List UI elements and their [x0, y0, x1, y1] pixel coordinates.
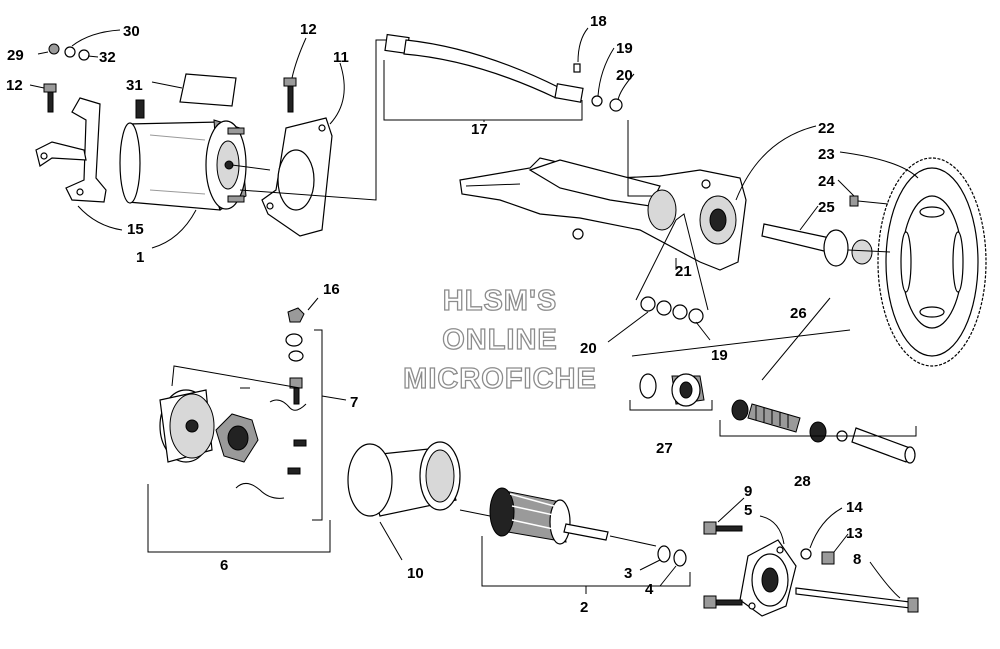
callout-12-left: 12 — [6, 77, 23, 94]
callout-20-lower: 20 — [580, 340, 597, 357]
callout-21: 21 — [675, 263, 692, 280]
callout-6: 6 — [220, 557, 228, 574]
callout-30: 30 — [123, 23, 140, 40]
leaders-top-left — [29, 29, 390, 249]
washers-3-4 — [639, 545, 687, 587]
leaders-cable — [577, 27, 635, 101]
callout-7: 7 — [350, 394, 358, 411]
label-31 — [179, 73, 237, 107]
watermark-line-1: HLSM'S — [443, 285, 557, 317]
callout-5: 5 — [744, 502, 752, 519]
bolt-12-upper — [283, 77, 297, 113]
callout-24: 24 — [818, 173, 835, 190]
callout-26: 26 — [790, 305, 807, 322]
callout-17: 17 — [471, 121, 488, 138]
callout-8: 8 — [853, 551, 861, 568]
yoke-10 — [347, 441, 461, 561]
callout-29: 29 — [7, 47, 24, 64]
nut-29-washers-30-32 — [48, 43, 90, 61]
callout-18: 18 — [590, 13, 607, 30]
support-bracket-22 — [459, 157, 747, 271]
callout-12-upper: 12 — [300, 21, 317, 38]
ring-gear-23 — [877, 157, 987, 367]
callout-3: 3 — [624, 565, 632, 582]
callout-22: 22 — [818, 120, 835, 137]
starter-motor-1 — [119, 99, 271, 211]
callout-4: 4 — [645, 581, 654, 598]
callout-2: 2 — [580, 599, 588, 616]
callout-16: 16 — [323, 281, 340, 298]
hardware-8-13-14 — [759, 507, 919, 613]
watermark-line-2: ONLINE — [442, 324, 558, 356]
bolt-12-left — [43, 83, 57, 113]
bracket-11 — [261, 117, 333, 237]
screw-24 — [849, 195, 889, 207]
cable-17 — [383, 33, 623, 122]
callout-1: 1 — [136, 249, 144, 266]
drive-27 — [629, 373, 713, 411]
callout-19-upper: 19 — [616, 40, 633, 57]
callout-10: 10 — [407, 565, 424, 582]
washers-19-20-21 — [640, 296, 704, 324]
watermark-line-3: MICROFICHE — [403, 363, 597, 395]
drive-28 — [719, 399, 917, 464]
callout-32: 32 — [99, 49, 116, 66]
callout-31: 31 — [126, 77, 143, 94]
callout-27: 27 — [656, 440, 673, 457]
callout-9: 9 — [744, 483, 752, 500]
drive-cover-5 — [739, 539, 797, 617]
brush-hardware-7 — [269, 329, 347, 521]
callout-25: 25 — [818, 199, 835, 216]
callout-20-upper: 20 — [616, 67, 633, 84]
callout-15: 15 — [127, 221, 144, 238]
bracket-15 — [35, 97, 107, 203]
callout-13: 13 — [846, 525, 863, 542]
callout-28: 28 — [794, 473, 811, 490]
shaft-25 — [761, 223, 891, 267]
bolts-9 — [703, 497, 745, 609]
callout-11: 11 — [333, 49, 349, 66]
armature-2 — [459, 487, 691, 594]
nut-16 — [287, 297, 319, 323]
end-cap-6 — [147, 365, 331, 553]
callout-14: 14 — [846, 499, 863, 516]
callout-19-lower: 19 — [711, 347, 728, 364]
leaders-top-right — [607, 120, 919, 381]
callout-23: 23 — [818, 146, 835, 163]
